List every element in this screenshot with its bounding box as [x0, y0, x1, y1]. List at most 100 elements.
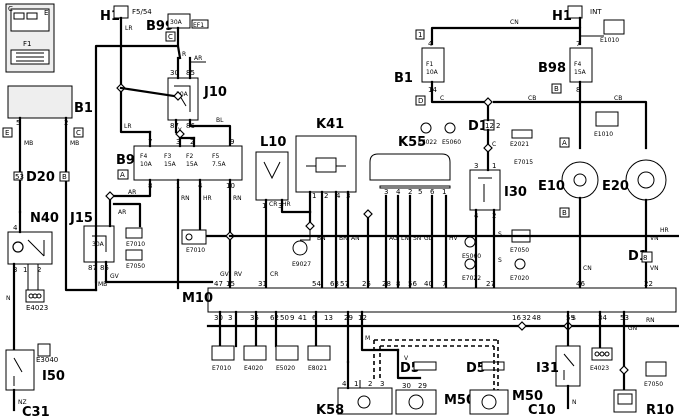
svg-text:30A: 30A — [176, 91, 189, 98]
I50-switch: I50 E3040 NZ C31 — [5, 343, 65, 418]
svg-text:HR: HR — [282, 201, 291, 208]
svg-text:GL: GL — [424, 235, 433, 242]
svg-text:9: 9 — [290, 314, 294, 322]
svg-text:K55: K55 — [398, 135, 426, 150]
E1010-top-icon: E1010 — [600, 19, 625, 44]
svg-text:E4020: E4020 — [244, 365, 263, 372]
svg-text:30: 30 — [402, 382, 411, 390]
svg-text:RV: RV — [234, 271, 243, 278]
N40-relay: N40 3 1 2 — [7, 211, 59, 274]
svg-text:30: 30 — [170, 69, 179, 77]
K55-unit: K55 3 4 2 5 6 1 — [369, 135, 451, 196]
svg-text:NZ: NZ — [18, 399, 27, 406]
D5-right-connector: D5 — [466, 361, 505, 376]
svg-text:AR: AR — [194, 55, 202, 62]
svg-text:30A: 30A — [170, 19, 183, 26]
svg-text:AG: AG — [389, 235, 398, 242]
svg-text:C31: C31 — [22, 405, 50, 418]
svg-text:I50: I50 — [42, 369, 65, 384]
svg-text:57: 57 — [340, 280, 349, 288]
svg-text:AN: AN — [351, 235, 360, 242]
svg-text:16: 16 — [512, 314, 521, 322]
E4023-right-icon: E4023 — [590, 347, 613, 372]
svg-text:F4: F4 — [574, 61, 581, 68]
svg-text:3: 3 — [474, 162, 478, 170]
svg-text:E7050: E7050 — [126, 263, 145, 270]
svg-text:4: 4 — [396, 188, 401, 196]
svg-text:CN: CN — [583, 265, 592, 272]
svg-text:E: E — [44, 9, 48, 17]
svg-text:2: 2 — [408, 188, 412, 196]
svg-text:1: 1 — [354, 380, 358, 388]
svg-text:56: 56 — [408, 280, 417, 288]
svg-text:E8021: E8021 — [308, 365, 327, 372]
svg-text:2: 2 — [37, 266, 41, 274]
svg-text:CR: CR — [269, 201, 277, 208]
svg-text:B: B — [554, 85, 559, 93]
E7050-b-icon: E7050 E7020 — [510, 229, 531, 282]
M50-right-motor: M50 — [469, 389, 543, 415]
svg-text:1: 1 — [262, 202, 266, 210]
svg-text:48: 48 — [532, 314, 541, 322]
E7010-a-icon: E7010 E7050 — [125, 227, 145, 270]
svg-text:6: 6 — [430, 188, 435, 196]
svg-text:BR: BR — [339, 235, 347, 242]
svg-text:3: 3 — [384, 188, 388, 196]
svg-text:C: C — [492, 141, 496, 148]
svg-text:5: 5 — [16, 119, 20, 127]
svg-text:J10: J10 — [203, 85, 227, 100]
svg-text:H1: H1 — [552, 9, 572, 24]
svg-text:GN: GN — [628, 325, 637, 332]
J15-relay: J15 30A 87 85 — [69, 211, 115, 272]
svg-text:E7010: E7010 — [126, 241, 145, 248]
K58-unit: K58 4 1 2 3 — [316, 380, 393, 418]
svg-text:13: 13 — [324, 314, 333, 322]
svg-text:3: 3 — [278, 202, 282, 210]
B1-right-fuse: 1 B1 F1 10A 4 14 D — [394, 29, 445, 106]
L10-sensor: L10 1 3 — [255, 135, 289, 210]
svg-text:15: 15 — [226, 280, 235, 288]
svg-text:HR: HR — [203, 195, 212, 202]
svg-text:V: V — [404, 355, 409, 362]
E20-lamp: E20 — [602, 159, 667, 201]
svg-text:LR: LR — [124, 123, 132, 130]
svg-text:S: S — [498, 257, 502, 264]
svg-text:41: 41 — [298, 314, 307, 322]
svg-text:7.5A: 7.5A — [212, 161, 227, 168]
svg-text:M50: M50 — [512, 389, 543, 404]
svg-text:53: 53 — [15, 173, 24, 181]
B98-left-fusebox: B98 A 7 3 2 9 F4 10A F3 15A F2 15A F5 7.… — [116, 138, 243, 190]
E10-lamp: E10 A B — [538, 137, 599, 218]
svg-text:E9027: E9027 — [292, 261, 311, 268]
svg-text:D1: D1 — [468, 119, 488, 134]
svg-text:F1: F1 — [426, 61, 433, 68]
B1-left-battery: B1 5 2 E C — [2, 85, 93, 138]
svg-text:5: 5 — [418, 188, 422, 196]
svg-text:CR: CR — [270, 271, 278, 278]
svg-text:63: 63 — [330, 280, 339, 288]
svg-text:B1: B1 — [394, 71, 413, 86]
svg-text:F1: F1 — [23, 40, 31, 48]
svg-text:E: E — [5, 129, 9, 137]
svg-text:50: 50 — [280, 314, 289, 322]
svg-text:1: 1 — [312, 192, 316, 200]
svg-text:M: M — [365, 335, 370, 342]
svg-text:S: S — [572, 315, 576, 322]
svg-text:E1010: E1010 — [600, 37, 619, 44]
svg-text:M50: M50 — [444, 393, 475, 408]
svg-text:46: 46 — [576, 280, 585, 288]
svg-text:A: A — [120, 171, 125, 179]
E7010-b-icon: E7010 — [181, 229, 207, 254]
svg-text:GV: GV — [220, 271, 230, 278]
svg-text:C: C — [8, 5, 13, 13]
svg-text:D: D — [418, 97, 423, 105]
svg-text:7: 7 — [576, 40, 580, 48]
I30-switch: I30 3 1 4 2 — [469, 162, 527, 220]
svg-text:CB: CB — [614, 95, 622, 102]
M50-left-motor: M50 30 29 — [395, 382, 475, 415]
svg-text:B98: B98 — [538, 61, 566, 76]
svg-text:10A: 10A — [140, 161, 153, 168]
svg-text:D5: D5 — [466, 361, 486, 376]
svg-text:3: 3 — [176, 138, 180, 146]
